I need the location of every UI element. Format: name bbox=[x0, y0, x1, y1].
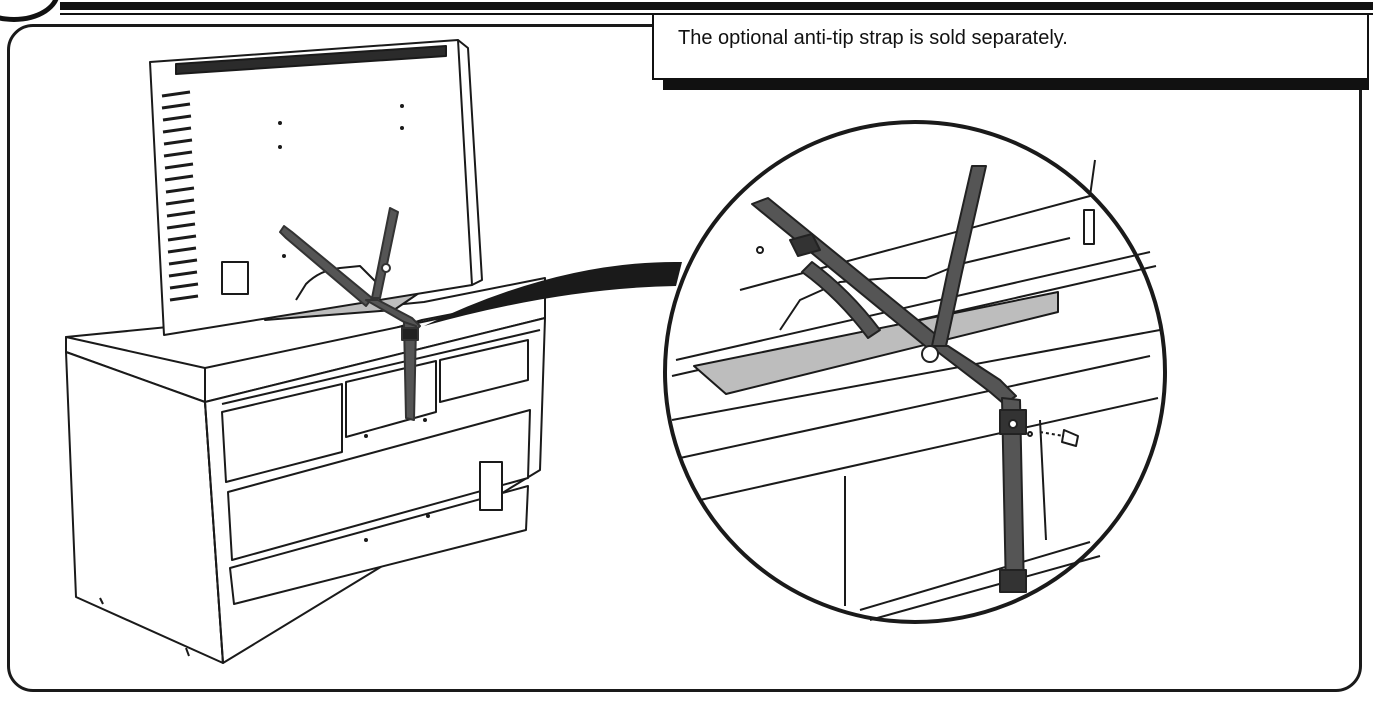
anti-tip-strap-large bbox=[751, 165, 1027, 593]
note-box: The optional anti-tip strap is sold sepa… bbox=[652, 13, 1369, 80]
television-rear bbox=[149, 39, 483, 336]
zoom-callout-wedge bbox=[424, 261, 682, 326]
zoom-detail-circle bbox=[663, 120, 1167, 624]
note-text: The optional anti-tip strap is sold sepa… bbox=[678, 27, 1068, 49]
tv-cabinet bbox=[65, 277, 546, 664]
anti-tip-strap-small bbox=[279, 207, 421, 421]
header-rule-thick bbox=[60, 2, 1373, 10]
